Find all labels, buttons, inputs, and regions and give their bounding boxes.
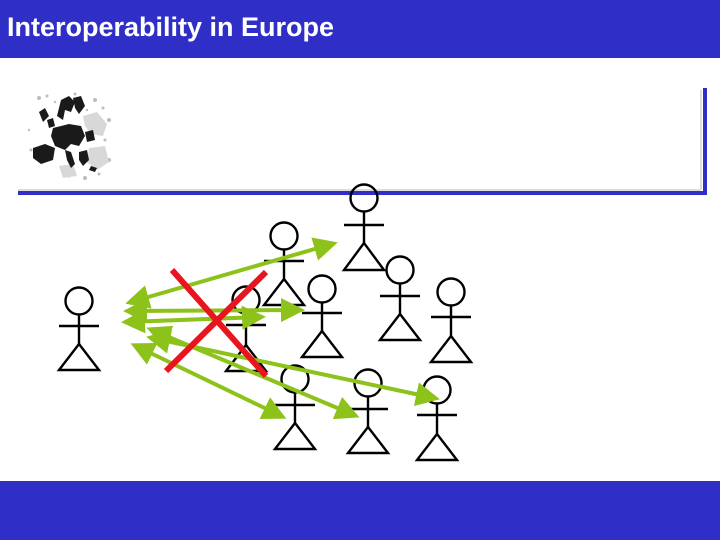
person-figure bbox=[414, 375, 460, 462]
page-title: Interoperability in Europe bbox=[7, 12, 335, 42]
person-figure bbox=[341, 183, 387, 272]
double-arrow bbox=[146, 330, 440, 406]
title-bar: Interoperability in Europe bbox=[0, 0, 720, 58]
footer-bar bbox=[0, 481, 720, 540]
double-arrow bbox=[125, 237, 338, 309]
double-arrow bbox=[121, 305, 266, 334]
person-figure bbox=[428, 277, 474, 364]
person-figure-left bbox=[56, 286, 102, 372]
double-arrow bbox=[123, 298, 305, 323]
person-figure bbox=[377, 255, 423, 342]
red-x-cross-icon bbox=[163, 268, 269, 378]
person-figure bbox=[272, 364, 318, 451]
person-figure bbox=[299, 274, 345, 359]
double-arrow bbox=[130, 343, 287, 419]
europe-map-icon bbox=[25, 90, 113, 182]
